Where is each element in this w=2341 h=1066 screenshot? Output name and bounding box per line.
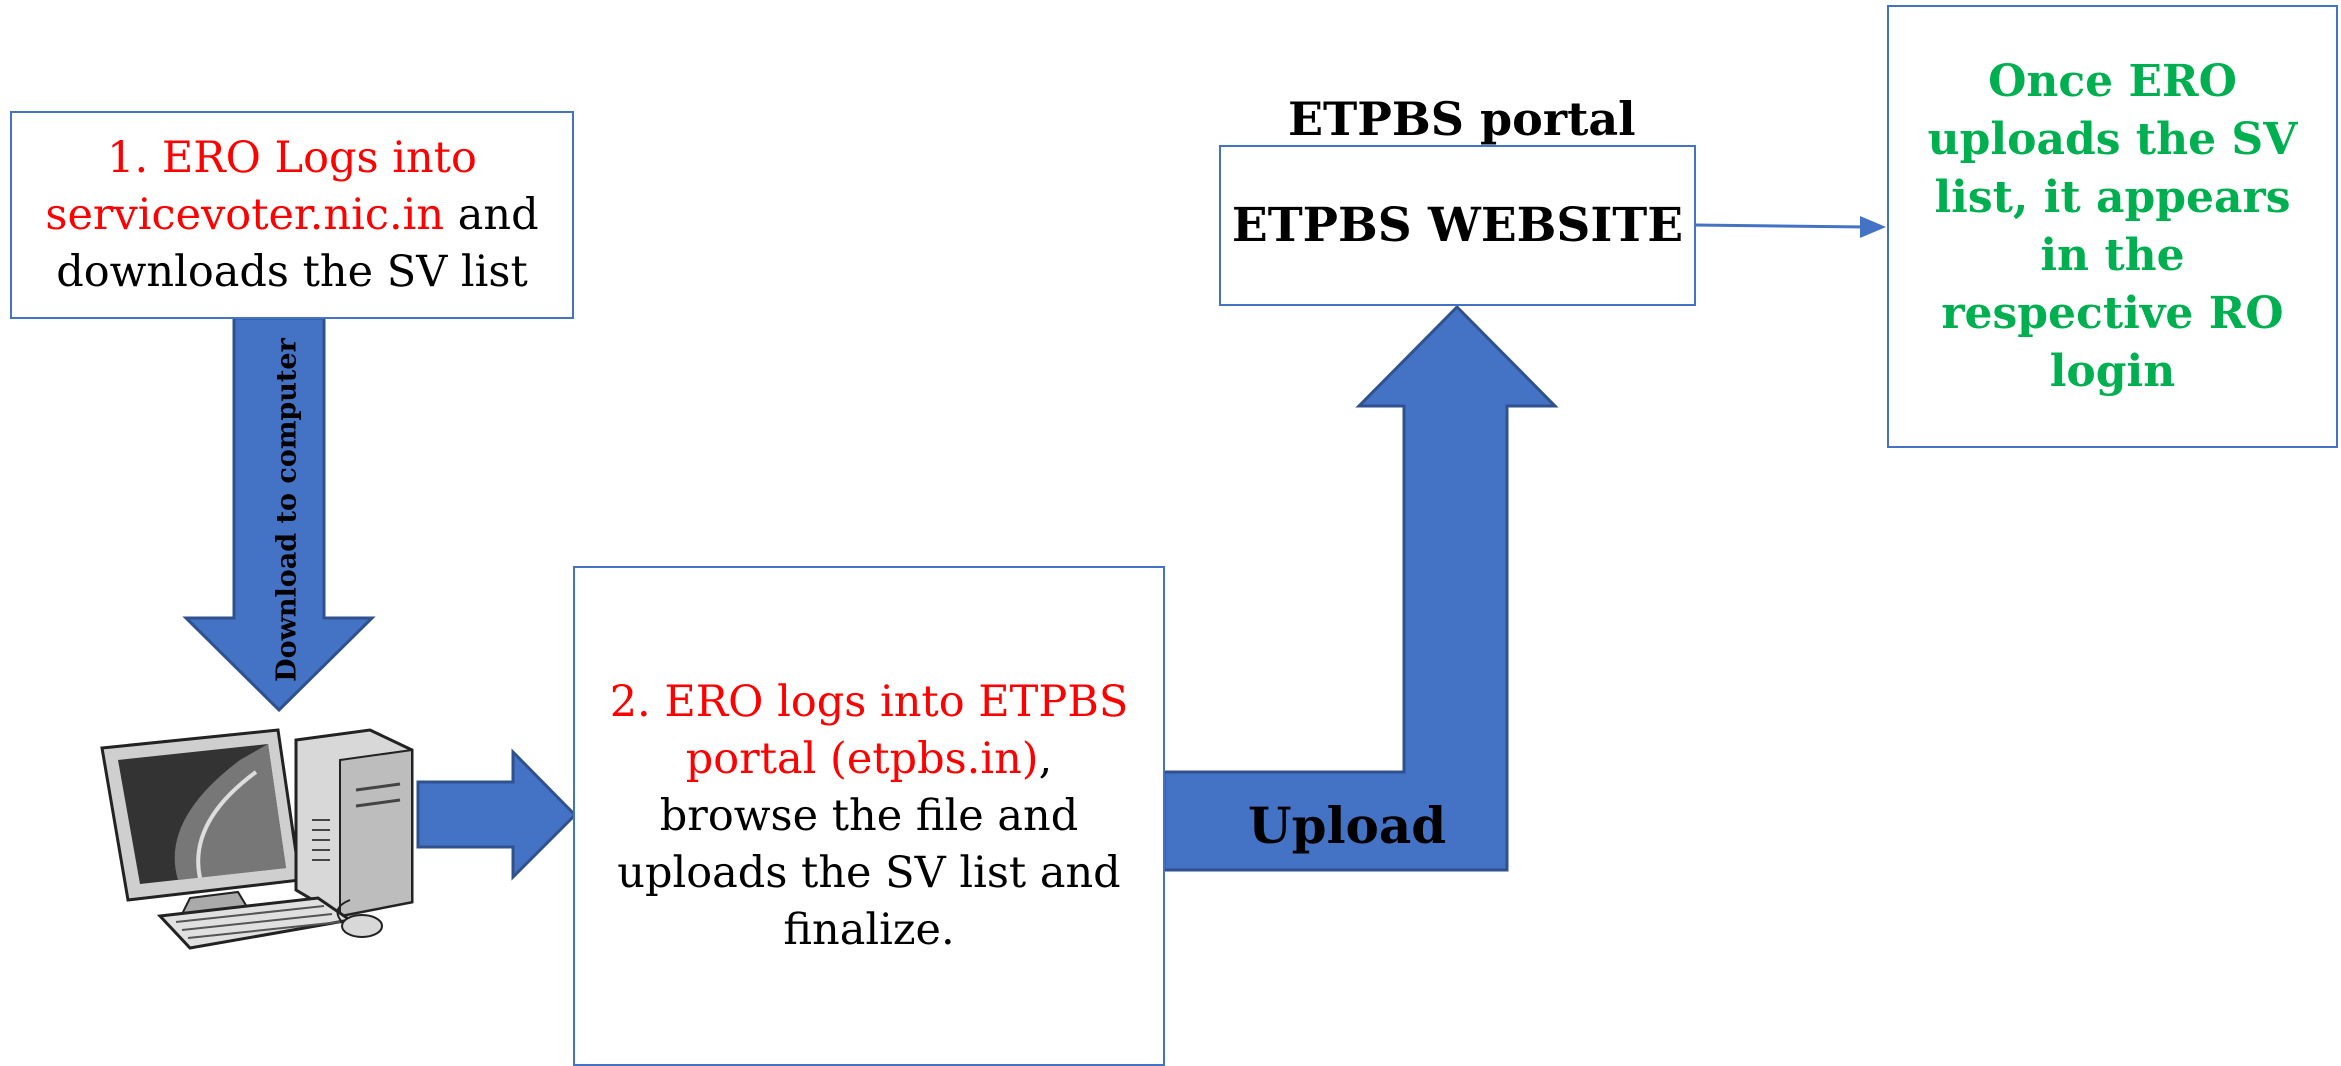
website-label: ETPBS WEBSITE <box>1231 198 1684 253</box>
result-line2: uploads the SV <box>1927 113 2298 165</box>
etpbs-website-box: ETPBS WEBSITE <box>1219 145 1696 306</box>
result-line3: list, it appears <box>1934 171 2291 223</box>
download-arrow <box>182 316 376 713</box>
step2-portal: portal (etpbs.in) <box>685 734 1039 784</box>
desktop-computer-icon <box>100 728 414 950</box>
step2-line4: uploads the SV list and <box>617 848 1121 898</box>
upload-label: Upload <box>1248 796 1447 855</box>
step1-login-text: ERO Logs into <box>161 132 477 183</box>
result-box: Once ERO uploads the SV list, it appears… <box>1887 5 2338 448</box>
computer-to-portal-arrow <box>416 748 578 881</box>
step2-comma: , <box>1038 734 1053 784</box>
step1-link: servicevoter.nic.in <box>45 189 445 240</box>
result-line4: in the <box>2040 229 2185 281</box>
result-text: Once ERO uploads the SV list, it appears… <box>1928 53 2298 401</box>
step2-text: 2. ERO logs into ETPBS portal (etpbs.in)… <box>610 674 1129 959</box>
upload-arrow <box>1162 304 1559 872</box>
step1-number: 1. <box>107 132 149 183</box>
result-line5: respective RO <box>1941 287 2284 339</box>
step2-line3: browse the file and <box>659 791 1079 841</box>
step2-line5: finalize. <box>783 905 955 955</box>
step1-text: 1. ERO Logs into servicevoter.nic.in and… <box>45 130 538 301</box>
result-line1: Once ERO <box>1988 55 2237 107</box>
download-arrow-label: Download to computer <box>272 337 303 681</box>
step2-box: 2. ERO logs into ETPBS portal (etpbs.in)… <box>573 566 1165 1066</box>
portal-heading: ETPBS portal <box>1288 92 1636 146</box>
connector-arrowhead <box>1860 216 1886 238</box>
website-to-result-connector <box>1694 223 1867 229</box>
step1-box: 1. ERO Logs into servicevoter.nic.in and… <box>10 111 574 319</box>
result-line6: login <box>2049 345 2176 397</box>
step1-downloads: downloads the SV list <box>56 246 528 297</box>
step1-and: and <box>457 189 539 240</box>
step2-line1: 2. ERO logs into ETPBS <box>609 677 1129 727</box>
